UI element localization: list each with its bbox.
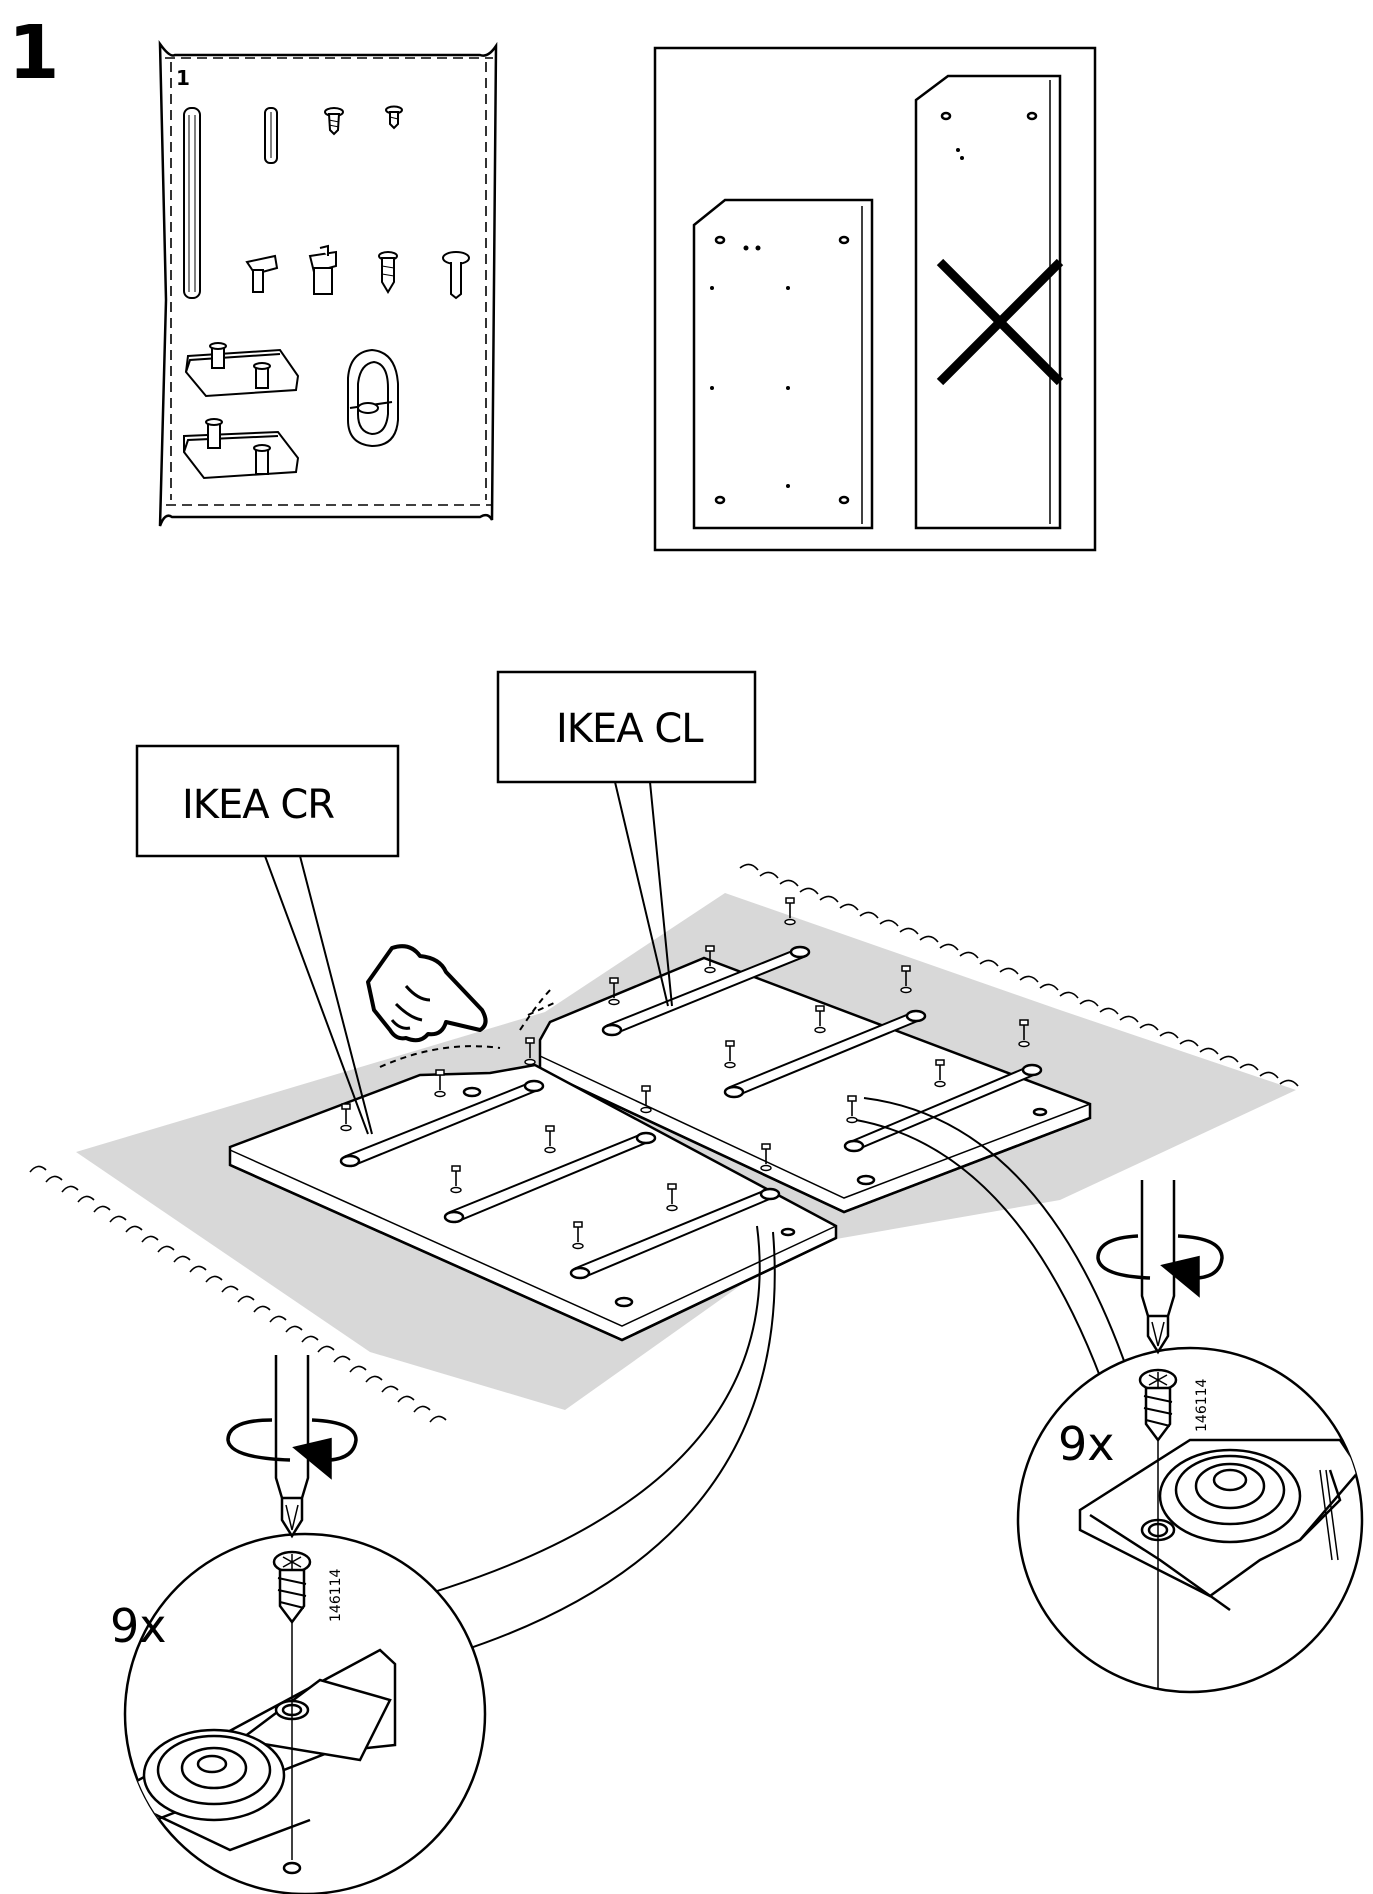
screwdriver-icon <box>1140 1180 1176 1355</box>
detail-leaders <box>377 1097 1129 1666</box>
detail-right: 9x 146114 <box>1016 1180 1364 1694</box>
quantity-right: 9x <box>1058 1417 1115 1471</box>
screw-icon <box>324 107 344 136</box>
callout-cl-label: IKEA CL <box>556 706 704 752</box>
callout-cr-label: IKEA CR <box>182 782 334 828</box>
detail-left: 9x 146114 <box>110 1355 487 1894</box>
callout-cr <box>135 744 400 1135</box>
flip-hint-line <box>379 987 555 1068</box>
hardware-bag <box>158 39 498 527</box>
hand-pointing-icon <box>366 944 488 1043</box>
cam-lock-icon <box>347 348 399 448</box>
part-number-left: 146114 <box>328 1568 344 1622</box>
short-dowel-icon <box>264 107 278 164</box>
cross-mark-icon <box>936 258 1064 386</box>
screw-icon <box>1138 1368 1178 1443</box>
hinge-plate-icon <box>184 342 300 398</box>
rug-fringe <box>29 863 1299 1423</box>
screw-icon <box>272 1550 312 1625</box>
long-dowel-icon <box>183 107 201 299</box>
rotation-arrow-icon <box>226 1418 358 1480</box>
part-number-right: 146114 <box>1194 1378 1210 1432</box>
rotation-arrow-icon <box>1096 1234 1224 1298</box>
screw-icon <box>385 105 403 130</box>
correct-panel <box>692 198 874 530</box>
hardware-bag-icon <box>158 39 498 527</box>
hinge-plate-icon <box>183 418 300 480</box>
panel-cr <box>228 1063 838 1342</box>
screwdriver-icon <box>274 1355 310 1539</box>
quantity-left: 9x <box>110 1599 167 1653</box>
shelf-support-icon <box>245 254 279 293</box>
clip-connector-icon <box>308 244 337 295</box>
panel-orientation-box <box>653 46 1097 552</box>
step-number: 1 <box>8 10 60 96</box>
wall-plug-icon <box>378 251 398 294</box>
cam-pin-icon <box>442 251 470 300</box>
panel-cl <box>538 945 1092 1214</box>
callout-cl <box>496 670 757 1007</box>
incorrect-panel <box>914 74 1062 530</box>
hardware-bag-number: 1 <box>176 66 190 90</box>
